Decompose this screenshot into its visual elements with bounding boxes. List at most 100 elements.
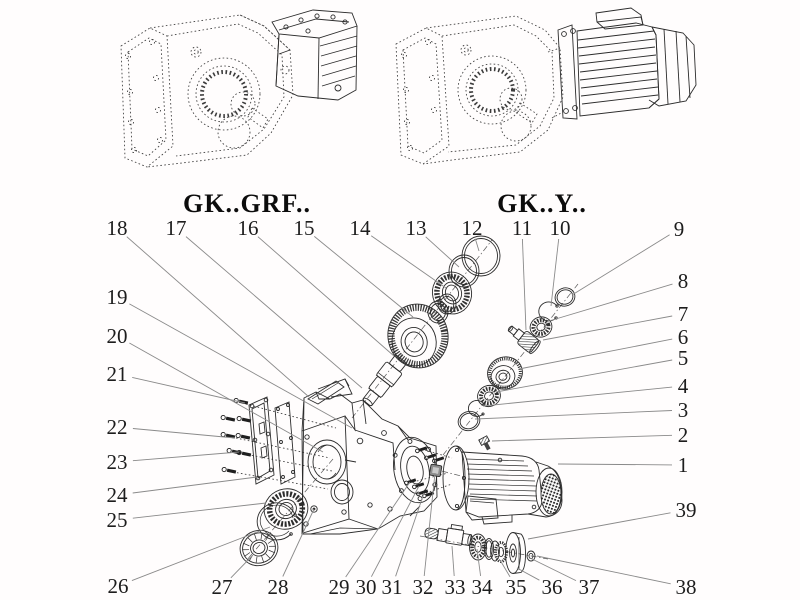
leader-line-7	[542, 315, 673, 341]
leader-line-15	[314, 236, 414, 318]
part-number-12: 12	[462, 216, 483, 240]
leader-line-19	[129, 303, 353, 429]
overview-gkgrf-drawing	[120, 9, 358, 168]
part-16-gear	[387, 303, 449, 369]
part-12-ring	[461, 235, 501, 277]
part-number-13: 13	[406, 216, 427, 240]
leader-line-36	[516, 567, 540, 581]
leader-line-17	[185, 236, 363, 389]
leader-line-27	[230, 554, 254, 579]
part-2-bolt	[478, 435, 491, 451]
part-26-circlip	[256, 502, 297, 541]
leader-line-20	[129, 342, 324, 453]
part-housing	[301, 378, 438, 535]
variant-title-gkgrf: GK..GRF..	[183, 189, 311, 218]
part-number-38: 38	[676, 575, 697, 599]
leader-line-5	[495, 359, 673, 393]
leader-line-29	[345, 481, 411, 578]
part-number-7: 7	[678, 302, 689, 326]
leader-line-28	[282, 508, 315, 577]
part-14-bearing	[431, 271, 473, 315]
part-number-33: 33	[445, 575, 466, 599]
part-number-5: 5	[678, 346, 689, 370]
part-number-28: 28	[268, 575, 289, 599]
part-number-20: 20	[107, 324, 128, 348]
leader-line-35	[499, 559, 511, 578]
leader-line-38	[536, 555, 671, 585]
part-number-29: 29	[329, 575, 350, 599]
leader-line-33	[451, 545, 455, 577]
part-number-24: 24	[107, 483, 129, 507]
leader-line-22	[132, 428, 236, 439]
leader-line-13	[425, 236, 460, 268]
part-8-bearing	[529, 316, 553, 338]
part-number-22: 22	[107, 415, 128, 439]
part-number-17: 17	[166, 216, 187, 240]
part-number-26: 26	[108, 574, 129, 598]
part-number-31: 31	[382, 575, 403, 599]
part-number-18: 18	[107, 216, 128, 240]
part-36-pulley	[505, 532, 526, 574]
part-17-shaft	[362, 354, 407, 407]
leader-line-6	[518, 338, 673, 370]
part-number-34: 34	[472, 575, 494, 599]
leader-line-31	[395, 492, 425, 577]
part-number-9: 9	[674, 217, 685, 241]
part-number-19: 19	[107, 285, 128, 309]
leader-line-18	[126, 236, 310, 398]
leader-line-11	[521, 238, 527, 331]
part-number-21: 21	[107, 362, 128, 386]
leader-line-25	[132, 502, 267, 519]
part-5-bearing	[477, 384, 501, 408]
part-number-16: 16	[238, 216, 259, 240]
part-32-plug	[429, 463, 443, 478]
part-number-14: 14	[350, 216, 372, 240]
part-number-1: 1	[678, 453, 689, 477]
seal-ribs	[242, 532, 276, 564]
leader-line-14	[370, 235, 447, 289]
leader-line-32	[423, 472, 436, 577]
part-number-39: 39	[676, 498, 697, 522]
part-number-37: 37	[579, 575, 600, 599]
part-13-ring	[448, 254, 480, 288]
part-27-seal	[239, 529, 279, 567]
leader-line-8	[548, 283, 673, 322]
part-number-35: 35	[506, 575, 527, 599]
part-25-bearing	[263, 488, 309, 530]
leader-line-2	[491, 434, 673, 442]
part-number-15: 15	[294, 216, 315, 240]
overview-gky-drawing	[395, 7, 697, 165]
callout-layer: 1234567891011121314151617181920212223242…	[107, 216, 697, 599]
part-3-ring	[457, 410, 481, 432]
leader-line-26	[131, 526, 271, 582]
part-number-25: 25	[107, 508, 128, 532]
leader-line-9	[571, 234, 670, 296]
leader-line-12	[474, 238, 480, 252]
part-number-6: 6	[678, 325, 689, 349]
variant-title-gky: GK..Y..	[497, 189, 587, 218]
leader-line-21	[132, 376, 246, 404]
leader-line-16	[257, 236, 395, 357]
leader-line-39	[527, 512, 671, 540]
leader-line-34	[476, 548, 482, 577]
part-number-23: 23	[107, 450, 128, 474]
part-number-32: 32	[413, 575, 434, 599]
part-29-31-bolts	[404, 446, 445, 499]
part-number-10: 10	[550, 216, 571, 240]
part-number-8: 8	[678, 269, 689, 293]
part-24-cover-plate	[248, 396, 296, 485]
leader-line-24	[132, 476, 258, 494]
part-7-pinion	[507, 325, 541, 355]
leader-line-37	[529, 557, 577, 582]
part-number-3: 3	[678, 398, 689, 422]
part-number-4: 4	[678, 374, 689, 398]
part-1-motor	[442, 445, 563, 525]
part-number-27: 27	[212, 575, 233, 599]
part-number-2: 2	[678, 423, 689, 447]
leader-line-10	[550, 238, 560, 307]
leader-line-23	[132, 451, 240, 462]
part-number-36: 36	[542, 575, 563, 599]
